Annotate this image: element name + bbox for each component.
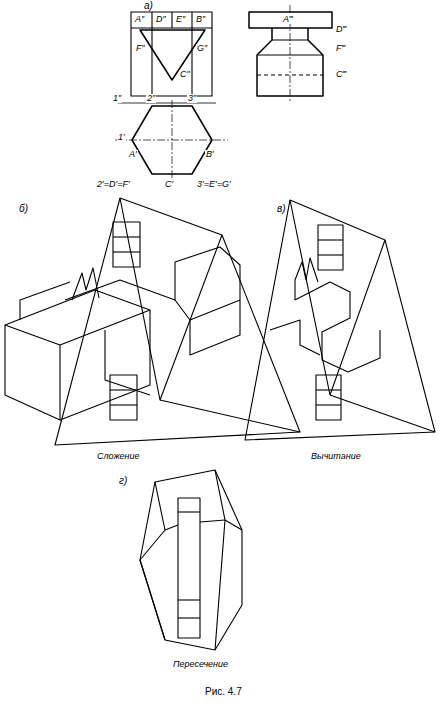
drawing-label: A‴ — [282, 15, 293, 24]
subtraction-figure — [245, 200, 435, 440]
drawing-label: 1′ — [117, 133, 126, 142]
drawing-label: 3″ — [187, 94, 197, 103]
addition-figure — [5, 198, 300, 445]
drawing-label: 2″ — [146, 94, 156, 103]
drawing-label: D″ — [155, 15, 167, 24]
figure-caption: Рис. 4.7 — [205, 686, 242, 697]
drawing-label: G″ — [196, 44, 208, 53]
front-view — [131, 12, 212, 96]
side-view — [249, 5, 332, 102]
drawing-label: F″ — [135, 44, 146, 53]
drawing-label: 2′=D′=F′ — [96, 180, 131, 189]
intersection-figure — [140, 470, 242, 650]
drawing-label: B″ — [195, 15, 206, 24]
drawing-label: а) — [143, 1, 154, 11]
drawing-label: C′ — [164, 180, 174, 189]
drawing-label: г) — [118, 476, 128, 486]
drawing-label: B′ — [205, 150, 215, 159]
drawing-label: E″ — [175, 15, 186, 24]
drawing-label: C‴ — [335, 70, 347, 79]
drawing-label: Пересечение — [172, 660, 229, 669]
drawing-label: Сложение — [96, 452, 141, 461]
drawing-label: 3′=E′=G′ — [196, 180, 232, 189]
drawing-label: A′ — [128, 150, 138, 159]
drawing-label: б) — [18, 204, 29, 214]
drawing-label: F‴ — [335, 44, 346, 53]
drawing-label: C″ — [179, 70, 191, 79]
drawing-label: D‴ — [335, 25, 347, 34]
drawing-label: Вычитание — [310, 452, 362, 461]
drawing-label: A″ — [134, 15, 145, 24]
drawing-label: в) — [276, 204, 287, 214]
drawing-label: 1″ — [112, 94, 122, 103]
top-view — [115, 100, 228, 182]
